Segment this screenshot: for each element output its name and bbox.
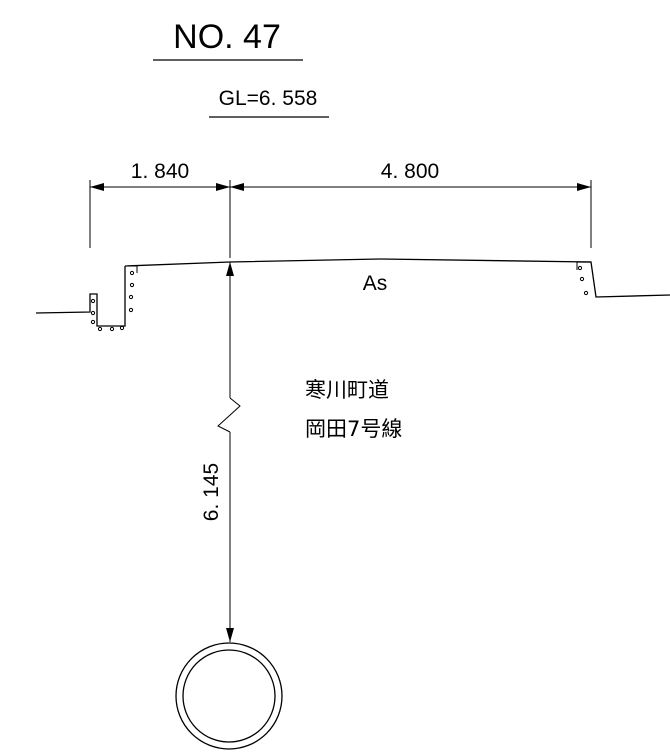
depth-label: 6. 145 xyxy=(200,463,223,521)
surface-material-label: As xyxy=(363,272,388,295)
road-name-line1: 寒川町道 xyxy=(305,378,389,402)
road-name-line2: 岡田7号線 xyxy=(305,417,402,441)
right-width-label: 4. 800 xyxy=(381,160,439,183)
ground-level-label: GL=6. 558 xyxy=(219,87,318,110)
left-width-label: 1. 840 xyxy=(131,160,189,183)
vertical-dimension xyxy=(217,262,241,642)
gutter-aggregate-dots xyxy=(90,265,589,332)
road-profile xyxy=(35,258,670,327)
pipe-section xyxy=(175,642,283,750)
section-number-title: NO. 47 xyxy=(173,18,281,56)
horizontal-dimension xyxy=(89,180,592,258)
